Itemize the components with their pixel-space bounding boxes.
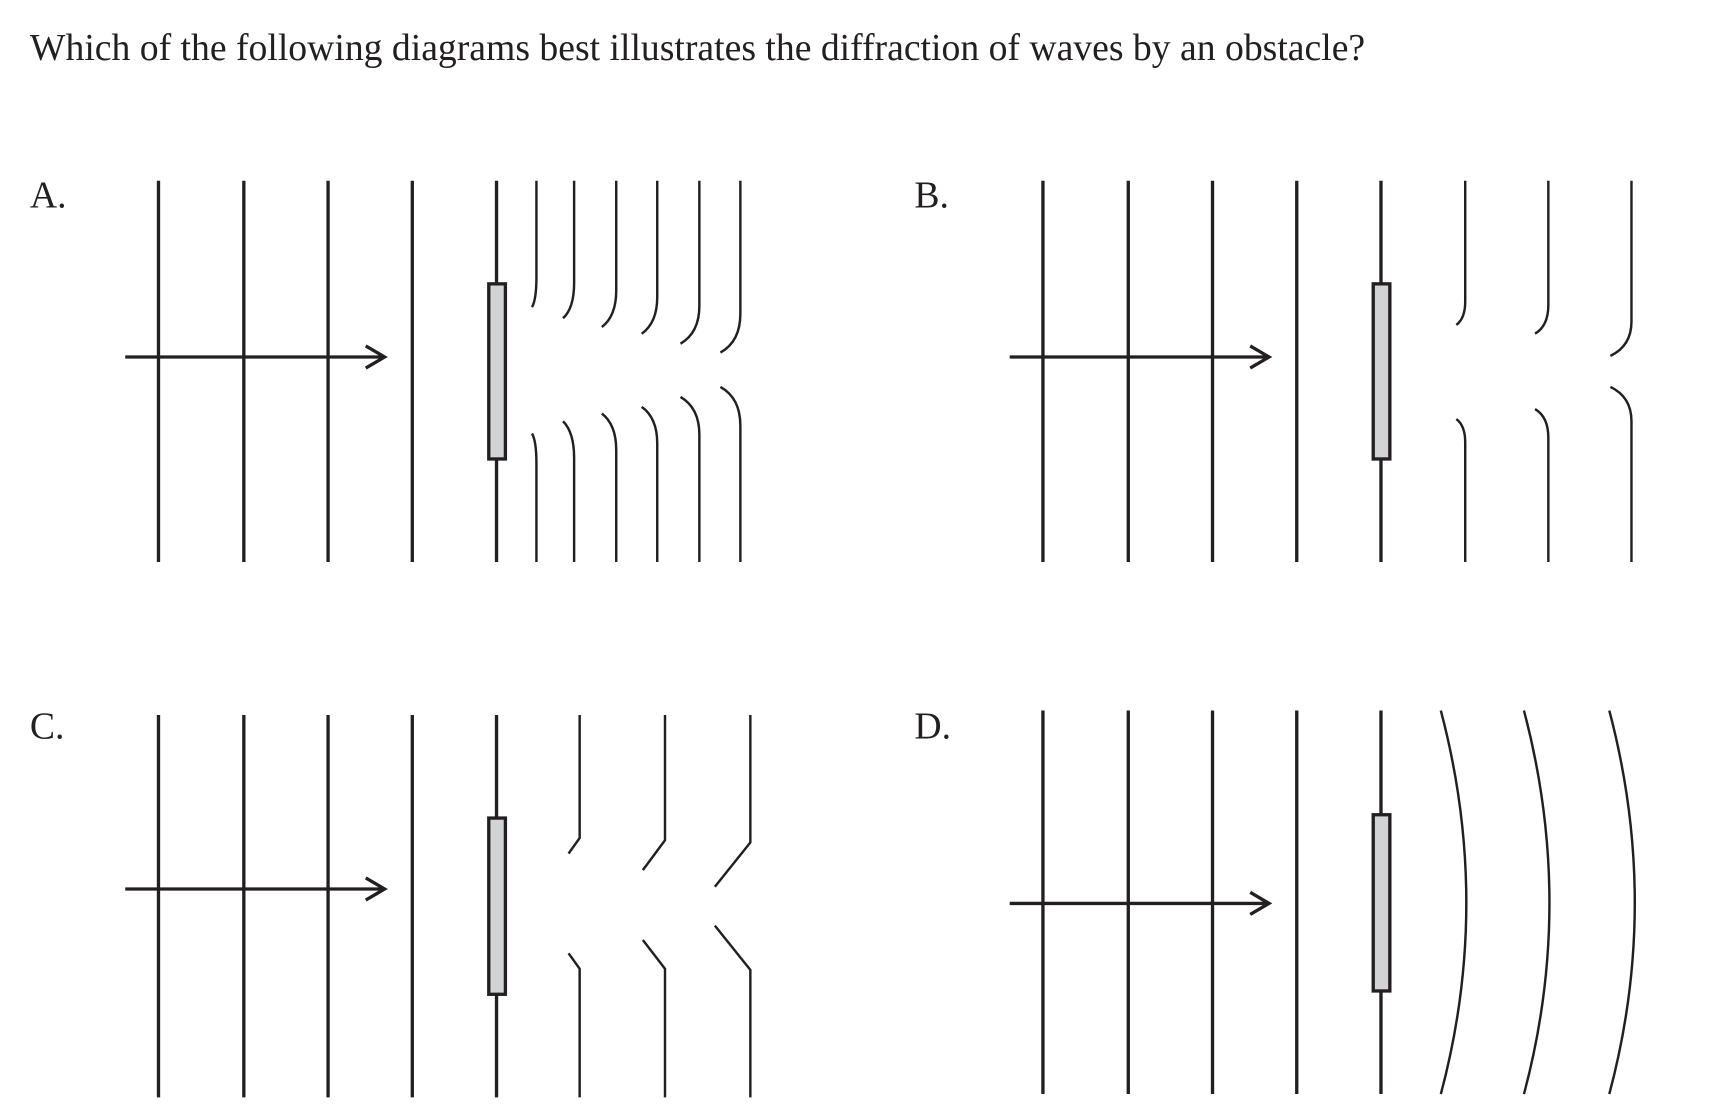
- obstacle: [487, 282, 508, 461]
- option-c-diagram[interactable]: C.: [30, 705, 752, 1098]
- diffracted-wavefronts: [1439, 710, 1637, 1095]
- option-d-label: D.: [914, 705, 951, 747]
- incident-wavefronts: [156, 180, 499, 563]
- incident-wavefronts: [1041, 180, 1383, 563]
- obstacle: [487, 816, 508, 996]
- direction-arrow: [1009, 890, 1273, 916]
- option-b-label: B.: [914, 174, 949, 216]
- option-d-diagram[interactable]: D.: [914, 705, 1637, 1095]
- obstacle: [1371, 282, 1392, 461]
- diffracted-wavefronts: [530, 180, 742, 563]
- option-a-label: A.: [30, 174, 67, 216]
- option-a-diagram[interactable]: A.: [30, 174, 742, 563]
- option-b-diagram[interactable]: B.: [914, 174, 1633, 563]
- question-text: Which of the following diagrams best ill…: [30, 27, 1365, 69]
- option-c-label: C.: [30, 705, 65, 747]
- obstacle: [1371, 813, 1392, 993]
- direction-arrow: [125, 876, 388, 902]
- diffracted-wavefronts: [1455, 180, 1633, 563]
- incident-wavefronts: [156, 714, 499, 1098]
- direction-arrow: [1009, 344, 1273, 370]
- diffracted-wavefronts: [567, 714, 752, 1098]
- direction-arrow: [125, 344, 388, 370]
